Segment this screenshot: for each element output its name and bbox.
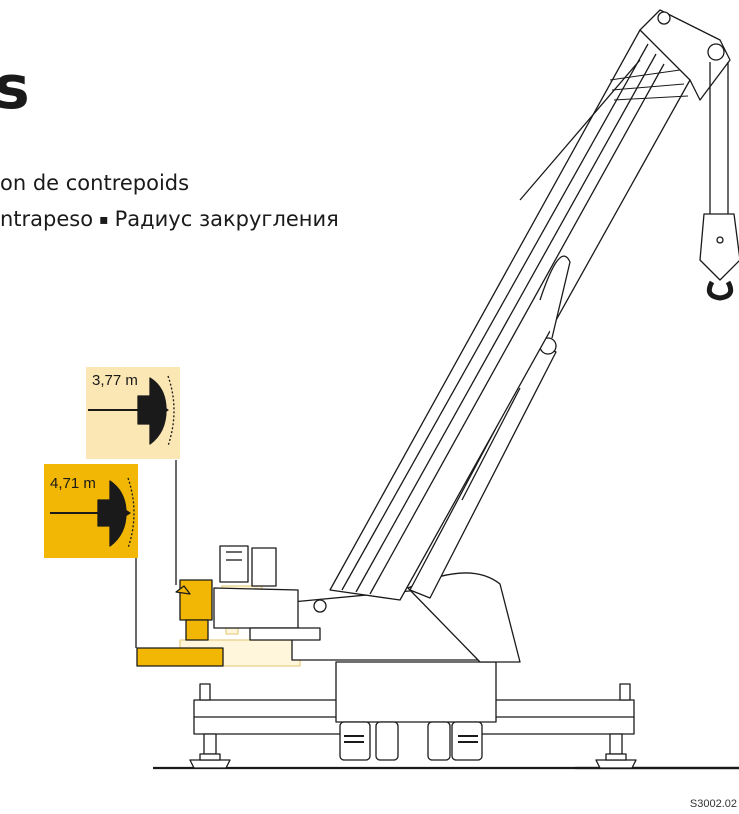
counterweight-solid <box>136 579 224 667</box>
radius-label-471: 4,71 m <box>50 475 96 492</box>
outrigger-left <box>189 683 355 769</box>
radius-icon-471 <box>50 477 135 549</box>
drawing-code: S3002.02 <box>689 798 737 810</box>
hook-block <box>699 62 739 301</box>
radius-icon-377 <box>88 375 175 447</box>
subtitle-part-2: Радиус закругления <box>114 207 339 231</box>
subtitle-line-2: ntrapeso ▪ Радиус закругления <box>0 209 339 230</box>
outrigger-right <box>479 683 637 769</box>
undercarriage <box>335 661 497 761</box>
superstructure <box>213 572 521 663</box>
separator-square: ▪ <box>99 212 109 228</box>
telescopic-boom <box>329 9 731 601</box>
operator-cab <box>219 545 277 587</box>
subtitle-part-1: ntrapeso <box>0 207 94 231</box>
page-title: s <box>0 53 30 123</box>
radius-label-377: 3,77 m <box>92 372 138 389</box>
subtitle-line-1: on de contrepoids <box>0 171 190 195</box>
